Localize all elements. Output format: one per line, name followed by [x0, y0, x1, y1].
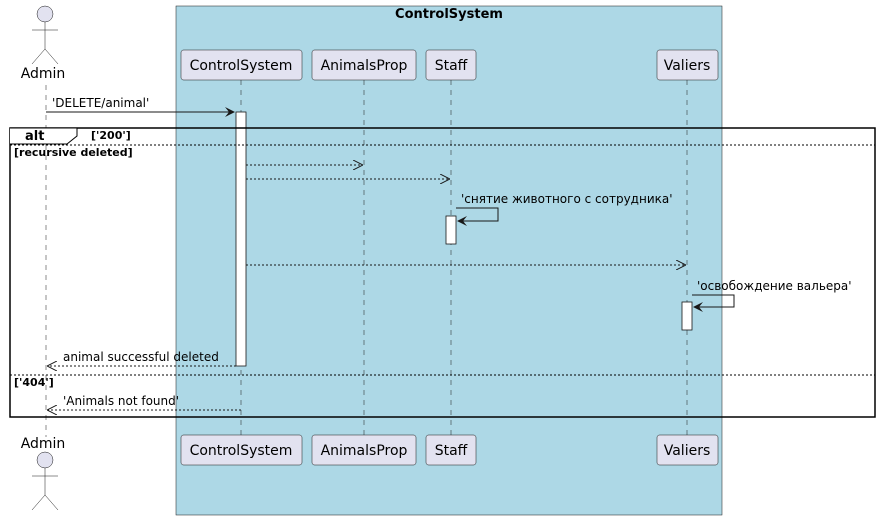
actor-label: Admin [21, 436, 66, 452]
guard-recursive: [recursive deleted] [14, 146, 133, 159]
participant-valiers-top: Valiers [656, 49, 719, 81]
stick-figure-icon [31, 5, 59, 65]
box-title: ControlSystem [395, 7, 503, 22]
alt-fragment: alt ['200'] [recursive deleted] ['404'] [9, 127, 876, 418]
alt-keyword: alt [25, 129, 44, 144]
message-notfound-label: 'Animals not found' [63, 394, 179, 408]
stick-figure-icon [31, 451, 59, 511]
guard-200: ['200'] [91, 129, 131, 142]
message-valiers-self-arrow [692, 294, 735, 312]
participant-label: AnimalsProp [321, 58, 408, 74]
participant-label: ControlSystem [190, 58, 293, 74]
actor-label: Admin [21, 66, 66, 82]
guard-404: ['404'] [14, 376, 54, 389]
activation-controlsystem [235, 111, 247, 367]
message-delete-label: 'DELETE/animal' [52, 96, 149, 110]
participant-controlsystem-top: ControlSystem [180, 49, 303, 81]
activation-valiers [681, 301, 693, 331]
participant-label: ControlSystem [190, 443, 293, 459]
participant-animalsprop-top: AnimalsProp [311, 49, 417, 81]
message-valiers-self-label: 'освобождение вальера' [697, 279, 852, 293]
participant-label: AnimalsProp [321, 443, 408, 459]
control-system-box [175, 5, 723, 516]
participant-label: Staff [435, 443, 468, 459]
activation-staff [445, 215, 457, 245]
participant-staff-top: Staff [425, 49, 477, 81]
message-staff-self-label: 'снятие животного с сотрудника' [461, 192, 673, 206]
participant-controlsystem-bottom: ControlSystem [180, 434, 303, 466]
actor-admin-top: Admin [21, 5, 66, 82]
message-success-label: animal successful deleted [63, 350, 219, 364]
participant-label: Staff [435, 58, 468, 74]
participant-animalsprop-bottom: AnimalsProp [311, 434, 417, 466]
participant-staff-bottom: Staff [425, 434, 477, 466]
actor-admin-bottom: Admin [21, 436, 66, 511]
participant-valiers-bottom: Valiers [656, 434, 719, 466]
message-staff-self-arrow [456, 207, 499, 226]
participant-label: Valiers [664, 443, 711, 459]
participant-label: Valiers [664, 58, 711, 74]
